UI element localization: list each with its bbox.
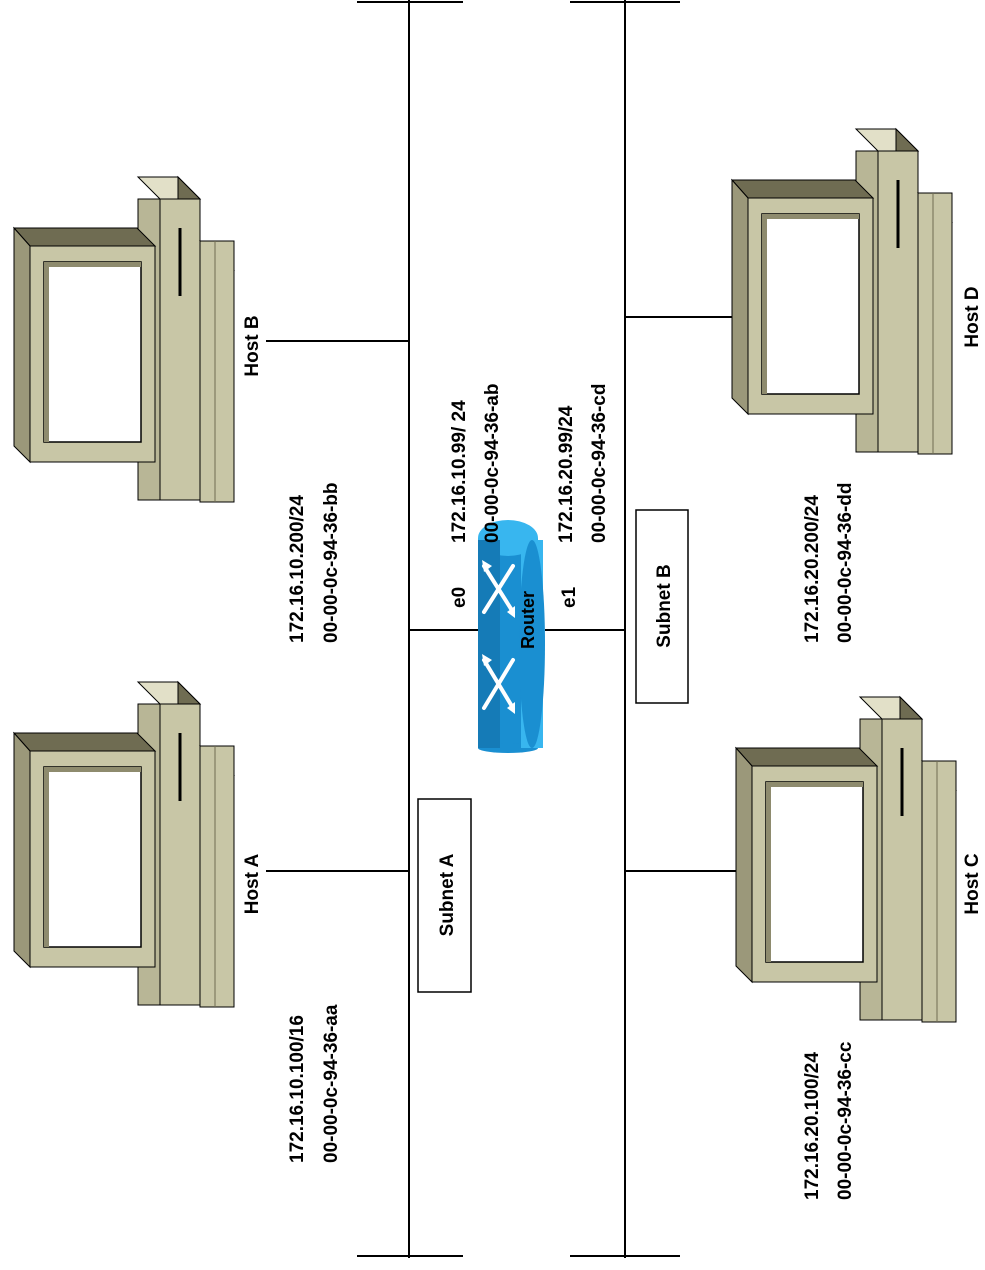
host-a-ip: 172.16.10.100/16 bbox=[287, 1015, 308, 1163]
router-e0-ip: 172.16.10.99/ 24 bbox=[449, 400, 470, 543]
subnet-b-label: Subnet B bbox=[654, 564, 675, 647]
subnet-a-box: Subnet A bbox=[417, 798, 472, 993]
host-a-computer bbox=[12, 680, 236, 1009]
host-a-name: Host A bbox=[242, 853, 263, 914]
host-b-name: Host B bbox=[242, 315, 263, 376]
router-e0-mac: 00-00-0c-94-36-ab bbox=[482, 384, 503, 543]
host-b-ip: 172.16.10.200/24 bbox=[287, 495, 308, 643]
host-d-name: Host D bbox=[962, 286, 983, 347]
host-d-mac: 00-00-0c-94-36-dd bbox=[835, 482, 856, 643]
host-d-ip: 172.16.20.200/24 bbox=[802, 495, 823, 643]
host-c-mac: 00-00-0c-94-36-cc bbox=[835, 1041, 856, 1200]
subnet-b-box: Subnet B bbox=[635, 509, 689, 704]
router-e1-mac: 00-00-0c-94-36-cd bbox=[589, 384, 610, 543]
host-b-mac: 00-00-0c-94-36-bb bbox=[321, 482, 342, 643]
router-e1-ip: 172.16.20.99/24 bbox=[556, 405, 577, 543]
router-e0-port: e0 bbox=[449, 587, 470, 608]
subnet-a-label: Subnet A bbox=[437, 853, 458, 936]
host-d-computer bbox=[730, 127, 954, 456]
host-c-name: Host C bbox=[962, 853, 983, 915]
router-icon bbox=[478, 520, 545, 753]
host-c-ip: 172.16.20.100/24 bbox=[802, 1052, 823, 1200]
router-label: Router bbox=[518, 591, 538, 649]
router-e1-port: e1 bbox=[559, 586, 580, 608]
host-b-computer bbox=[12, 175, 236, 504]
host-a-mac: 00-00-0c-94-36-aa bbox=[321, 1004, 342, 1163]
host-c-computer bbox=[734, 695, 958, 1024]
